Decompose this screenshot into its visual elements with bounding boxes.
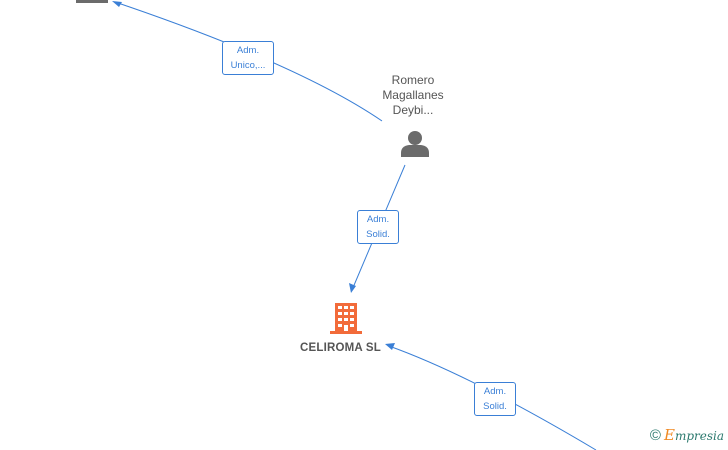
edge-label-line: Adm. [366,214,390,225]
edge-label-line: Adm. [236,45,260,56]
person-name-line: Deybi... [392,103,434,117]
edge-label-line: Solid. [483,401,507,412]
offscreen-node-stub[interactable] [76,0,108,3]
edge-label-admin-solid-2[interactable]: Adm. Solid. [474,382,516,416]
arrow-head [385,343,395,350]
edge-label-line: Adm. [483,386,507,397]
company-name[interactable]: CELIROMA SL [300,342,381,354]
person-name[interactable]: Romero Magallanes Deybi... [358,73,468,118]
edge-label-admin-solid-1[interactable]: Adm. Solid. [357,210,399,244]
edge-label-line: Solid. [366,229,390,240]
person-name-line: Magallanes [382,88,444,102]
arrow-head [349,283,356,293]
building-icon[interactable] [330,303,362,334]
brand-initial: E [663,426,675,444]
person-name-line: Romero [391,73,435,87]
edge-line-admin-unico [117,2,383,122]
edge-label-admin-unico[interactable]: Adm. Unico,... [222,41,274,75]
edge-label-line: Unico,... [230,60,266,71]
empresia-watermark: ©Empresia [650,426,724,444]
brand-name: mpresia [674,429,724,443]
arrow-head [112,1,122,7]
copyright-icon: © [649,427,661,444]
person-icon[interactable] [401,131,429,157]
